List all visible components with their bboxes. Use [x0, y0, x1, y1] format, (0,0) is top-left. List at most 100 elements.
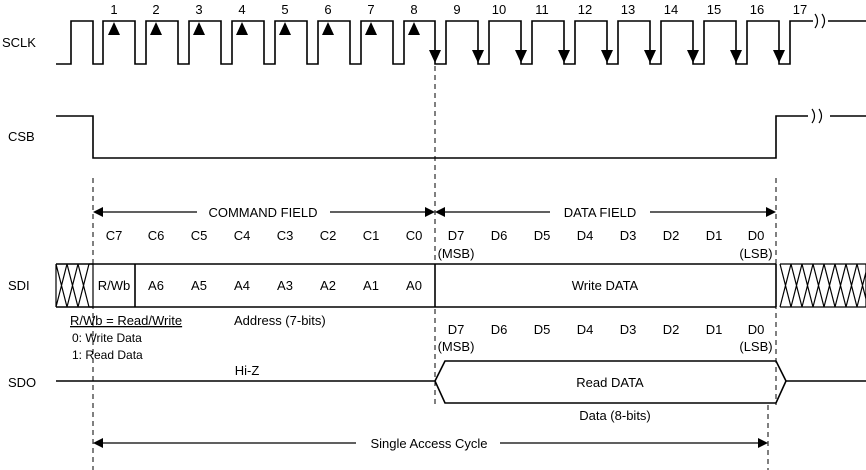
single-access-cycle-label: Single Access Cycle	[370, 436, 487, 451]
falling-edge-arrow-icon	[472, 50, 484, 63]
arrowhead-left-icon	[435, 207, 445, 217]
data-field-label: DATA FIELD	[564, 205, 636, 220]
csb-waveform	[56, 108, 866, 159]
sdi-rw-cell: R/Wb	[98, 278, 131, 293]
rising-edge-arrow-icon	[193, 22, 205, 35]
command-bit-label: C1	[363, 228, 380, 243]
csb-break-icon	[811, 108, 823, 124]
falling-edge-arrow-icon	[601, 50, 613, 63]
clock-number: 2	[152, 2, 159, 17]
falling-edge-arrow-icon	[773, 50, 785, 63]
sdo-data-width-label: Data (8-bits)	[579, 408, 651, 423]
falling-edge-arrow-icon	[515, 50, 527, 63]
arrowhead-right-icon	[766, 207, 776, 217]
data-field-span: DATA FIELD	[435, 205, 776, 220]
arrowhead-left-icon	[93, 207, 103, 217]
address-width-note: Address (7-bits)	[234, 313, 326, 328]
csb-trace	[56, 115, 808, 159]
command-bit-label: C2	[320, 228, 337, 243]
sdi-data-bit-label: D4	[577, 228, 594, 243]
command-bit-label: C6	[148, 228, 165, 243]
sdi-address-bit: A1	[363, 278, 379, 293]
falling-edge-arrow-icon	[730, 50, 742, 63]
falling-edge-arrow-icon	[687, 50, 699, 63]
clock-number: 17	[793, 2, 807, 17]
sdi-address-bit: A6	[148, 278, 164, 293]
sdo-hiz-label: Hi-Z	[235, 363, 260, 378]
sdo-data-bit-label: D6	[491, 322, 508, 337]
sdi-data-bit-label: D5	[534, 228, 551, 243]
command-bit-label: C3	[277, 228, 294, 243]
command-bit-label: C4	[234, 228, 251, 243]
sdi-dont-care-right-icon	[779, 263, 866, 308]
sdo-data-bit-label: D5	[534, 322, 551, 337]
rising-edge-arrow-icon	[150, 22, 162, 35]
sclk-trace	[56, 20, 813, 65]
sdo-read-data-label: Read DATA	[576, 375, 644, 390]
command-bit-label: C0	[406, 228, 423, 243]
clock-number: 10	[492, 2, 506, 17]
command-bit-label: C7	[106, 228, 123, 243]
sdo-waveform: Hi-Z Read DATA Data (8-bits)	[56, 360, 866, 423]
sdo-msb-label: (MSB)	[438, 339, 475, 354]
rising-edge-arrow-icon	[365, 22, 377, 35]
sdi-data-bit-label: D0	[748, 228, 765, 243]
sdi-data-bit-label: D3	[620, 228, 637, 243]
clock-number: 6	[324, 2, 331, 17]
sdi-data-bit-label: D7	[448, 228, 465, 243]
clock-number: 9	[453, 2, 460, 17]
arrowhead-left-icon	[93, 438, 103, 448]
arrowhead-right-icon	[758, 438, 768, 448]
sclk-rising-edge-markers	[108, 22, 420, 35]
signal-label-sclk: SCLK	[2, 35, 36, 50]
write-data-note: 0: Write Data	[72, 331, 142, 345]
clock-number: 8	[410, 2, 417, 17]
sdi-bus-outline	[56, 263, 776, 308]
signal-label-sdo: SDO	[8, 375, 36, 390]
command-field-span: COMMAND FIELD	[93, 205, 435, 220]
rising-edge-arrow-icon	[322, 22, 334, 35]
sclk-falling-edge-markers	[429, 50, 785, 63]
rising-edge-arrow-icon	[236, 22, 248, 35]
signal-label-sdi: SDI	[8, 278, 30, 293]
clock-number: 4	[238, 2, 245, 17]
sdi-address-bit: A3	[277, 278, 293, 293]
falling-edge-arrow-icon	[429, 50, 441, 63]
sdi-address-bit: A0	[406, 278, 422, 293]
rw-definition-note: R/Wb = Read/Write	[70, 313, 182, 328]
sdo-data-bit-label: D4	[577, 322, 594, 337]
clock-number: 12	[578, 2, 592, 17]
sdo-data-bit-label: D1	[706, 322, 723, 337]
sdo-data-bit-label: D3	[620, 322, 637, 337]
sclk-break-icon	[814, 13, 826, 29]
sdi-address-bit: A4	[234, 278, 250, 293]
clock-number: 3	[195, 2, 202, 17]
sdi-dont-care-left-icon	[55, 263, 94, 308]
sdi-address-bit: A2	[320, 278, 336, 293]
sclk-waveform	[56, 13, 866, 65]
rising-edge-arrow-icon	[108, 22, 120, 35]
clock-number: 16	[750, 2, 764, 17]
sdi-data-bit-label: D2	[663, 228, 680, 243]
sdo-data-bit-label: D0	[748, 322, 765, 337]
command-field-label: COMMAND FIELD	[208, 205, 317, 220]
single-access-cycle-span: Single Access Cycle	[93, 436, 768, 451]
sdi-lsb-label: (LSB)	[739, 246, 772, 261]
clock-number: 14	[664, 2, 678, 17]
sdo-data-bit-label: D2	[663, 322, 680, 337]
sdi-data-bit-label: D1	[706, 228, 723, 243]
arrowhead-right-icon	[425, 207, 435, 217]
clock-number: 1	[110, 2, 117, 17]
clock-number: 7	[367, 2, 374, 17]
rising-edge-arrow-icon	[279, 22, 291, 35]
sdi-write-data-cell: Write DATA	[572, 278, 639, 293]
falling-edge-arrow-icon	[644, 50, 656, 63]
clock-number: 5	[281, 2, 288, 17]
